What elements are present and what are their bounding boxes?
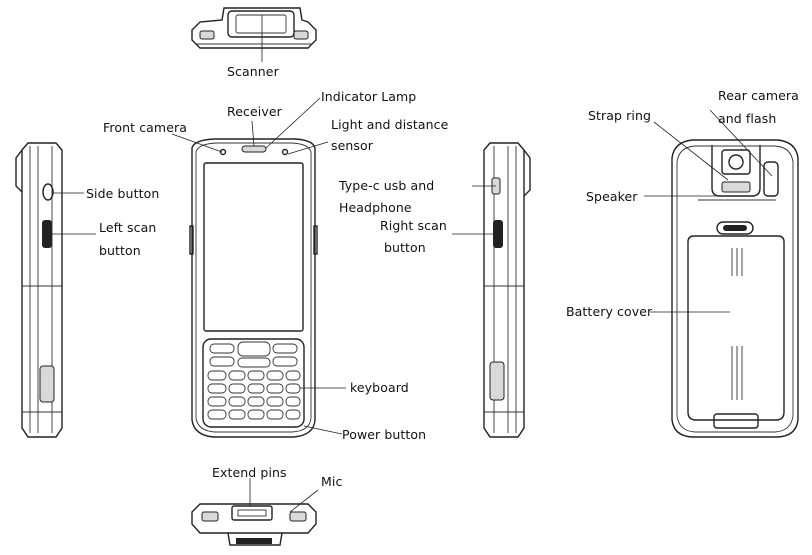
label-strap-ring: Strap ring [588, 108, 652, 123]
leader-lines [52, 48, 773, 513]
front-view-device [189, 138, 318, 438]
label-speaker: Speaker [586, 189, 638, 204]
label-indicator-lamp: Indicator Lamp [321, 89, 417, 104]
left-side-view-device [15, 142, 63, 438]
label-right-scan-line2: button [384, 240, 426, 255]
top-view-device [191, 7, 317, 49]
label-left-scan-line1: Left scan [99, 220, 157, 235]
label-power-button: Power button [342, 427, 427, 442]
label-light-sensor-line2: sensor [331, 138, 374, 153]
label-keyboard: keyboard [350, 380, 409, 395]
label-typec-line2: Headphone [339, 200, 412, 215]
label-mic: Mic [321, 474, 343, 489]
label-side-button: Side button [86, 186, 160, 201]
label-typec-line1: Type-c usb and [339, 178, 435, 193]
bottom-view-device [191, 503, 317, 546]
label-receiver: Receiver [227, 104, 282, 119]
label-rear-camera-line1: Rear camera [718, 88, 799, 103]
right-side-view-device [483, 142, 531, 438]
label-scanner: Scanner [227, 64, 279, 79]
label-front-camera: Front camera [103, 120, 187, 135]
label-battery-cover: Battery cover [566, 304, 653, 319]
label-rear-camera-line2: and flash [718, 111, 777, 126]
label-light-sensor-line1: Light and distance [331, 117, 449, 132]
label-extend-pins: Extend pins [212, 465, 287, 480]
label-left-scan-line2: button [99, 243, 141, 258]
back-view-device [671, 139, 799, 438]
label-right-scan-line1: Right scan [380, 218, 447, 233]
